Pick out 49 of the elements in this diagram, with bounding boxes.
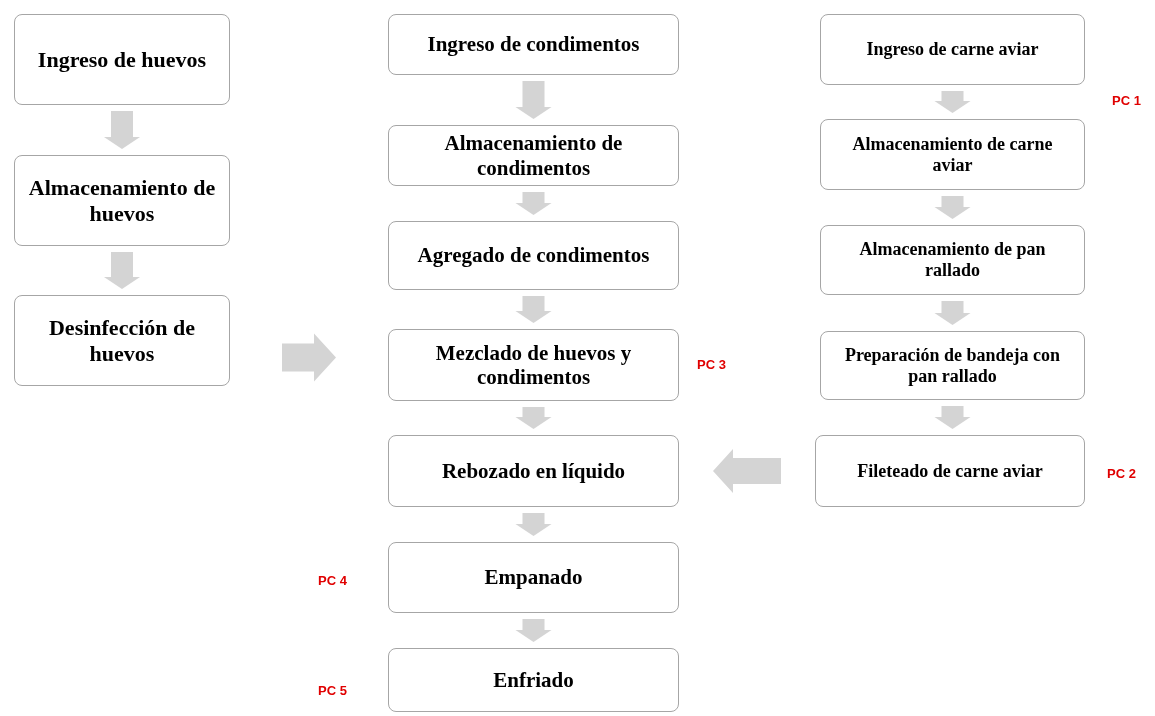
process-box (14, 295, 230, 386)
process-box (820, 14, 1085, 85)
block-arrow (934, 196, 971, 219)
process-box (388, 14, 679, 75)
block-arrow (934, 301, 971, 325)
control-point-label: PC 5 (318, 683, 347, 698)
process-label: Ingreso de huevos (37, 46, 207, 73)
process-label: Ingreso de carne aviar (866, 39, 1039, 60)
control-point-label: PC 3 (697, 357, 726, 372)
process-label: Desinfección de huevos (48, 315, 196, 366)
process-label: Empanado (484, 565, 583, 590)
process-box (388, 648, 679, 712)
block-arrow (104, 111, 140, 149)
process-label: Almacenamiento de huevos (27, 175, 217, 226)
block-arrow (515, 619, 552, 642)
process-label: Fileteado de carne aviar (857, 460, 1043, 482)
process-label: Almacenamiento de carne aviar (851, 133, 1054, 176)
block-arrow (515, 296, 552, 323)
block-arrow (934, 91, 971, 113)
process-label: Almacenamiento de pan rallado (858, 239, 1047, 281)
block-arrow (515, 407, 552, 429)
control-point-label: PC 1 (1112, 93, 1141, 108)
process-label: Ingreso de condimentos (427, 32, 640, 57)
process-box (388, 542, 679, 613)
block-arrow (515, 192, 552, 215)
process-label: Enfriado (493, 667, 574, 693)
process-box (815, 435, 1085, 507)
process-box (14, 155, 230, 246)
process-label: Preparación de bandeja con pan rallado (843, 344, 1062, 387)
process-box (820, 119, 1085, 190)
control-point-label: PC 2 (1107, 466, 1136, 481)
process-box (388, 221, 679, 290)
block-arrow (934, 406, 971, 429)
block-arrow (515, 81, 552, 119)
process-box (820, 225, 1085, 295)
process-label: Mezclado de huevos y condimentos (434, 340, 633, 390)
process-box (14, 14, 230, 105)
process-box (388, 329, 679, 401)
process-label: Agregado de condimentos (417, 243, 650, 268)
process-box (388, 125, 679, 186)
process-label: Rebozado en líquido (441, 458, 626, 484)
process-box (388, 435, 679, 507)
process-box (820, 331, 1085, 400)
block-arrow (282, 333, 336, 382)
block-arrow (713, 449, 781, 493)
block-arrow (104, 252, 140, 289)
process-label: Almacenamiento de condimentos (443, 131, 624, 180)
block-arrow (515, 513, 552, 536)
control-point-label: PC 4 (318, 573, 347, 588)
